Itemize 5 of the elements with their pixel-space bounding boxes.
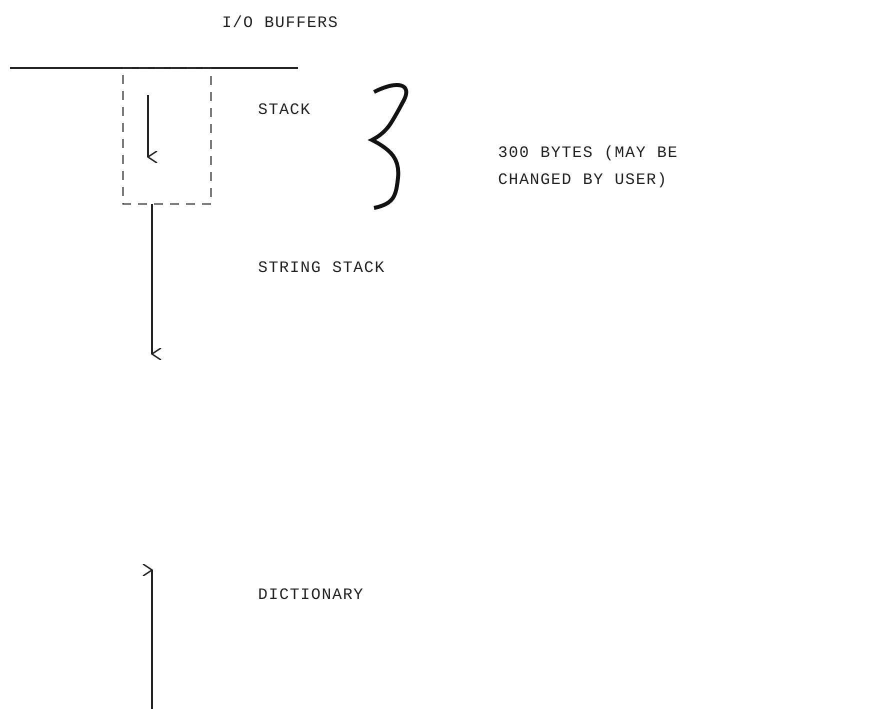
size-note: 300 BYTES (MAY BE CHANGED BY USER) bbox=[498, 143, 680, 191]
region-label: I/O BUFFERS bbox=[222, 13, 339, 34]
region-label: STACK bbox=[258, 100, 312, 121]
region-label: STRING STACK bbox=[258, 258, 386, 279]
region-label: DICTIONARY bbox=[258, 585, 364, 606]
